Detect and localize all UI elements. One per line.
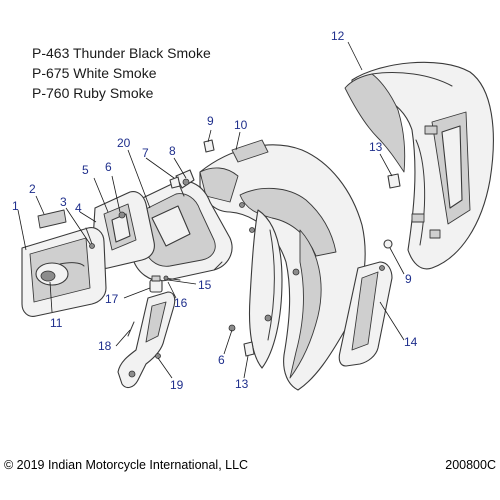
- part-12-outer-fairing: [344, 61, 494, 270]
- part-14-side-panel: [338, 261, 393, 367]
- part-17-bushing: [149, 275, 163, 293]
- callout-11: 11: [50, 316, 63, 330]
- paint-code-3: P-760 Ruby Smoke: [32, 85, 154, 101]
- callout-1: 1: [12, 199, 19, 213]
- part-9-grommet-lower: [383, 239, 393, 249]
- part-3-screw: [85, 227, 95, 249]
- part-13-clip-lower: [243, 341, 255, 357]
- callout-3: 3: [60, 195, 67, 209]
- callout-6-upper: 6: [105, 160, 112, 174]
- part-9-clip-upper: [203, 139, 215, 153]
- callout-9-upper: 9: [207, 114, 214, 128]
- paint-code-2: P-675 White Smoke: [32, 65, 157, 81]
- diagram-id: 200800C: [445, 458, 496, 472]
- callout-8: 8: [169, 144, 176, 158]
- part-11-badge: [40, 270, 56, 282]
- callout-17: 17: [105, 292, 119, 306]
- callout-20: 20: [117, 136, 131, 150]
- part-20-gauge-housing: [127, 180, 233, 282]
- paint-code-1: P-463 Thunder Black Smoke: [32, 45, 211, 61]
- callout-12: 12: [331, 29, 345, 43]
- callout-16: 16: [174, 296, 188, 310]
- part-13-clip-upper: [387, 173, 401, 189]
- callout-15: 15: [198, 278, 212, 292]
- part-10-inner-fairing: [199, 139, 366, 391]
- callout-13-lower: 13: [235, 377, 249, 391]
- callout-2: 2: [29, 182, 36, 196]
- callout-10: 10: [234, 118, 248, 132]
- callout-5: 5: [82, 163, 89, 177]
- copyright-text: © 2019 Indian Motorcycle International, …: [4, 458, 248, 472]
- part-18-pin: [127, 321, 135, 337]
- callout-9-lower: 9: [405, 272, 412, 286]
- leader-lines: [17, 41, 405, 379]
- callout-18: 18: [98, 339, 112, 353]
- callout-14: 14: [404, 335, 418, 349]
- callout-7: 7: [142, 146, 149, 160]
- part-2-decal: [37, 209, 67, 229]
- part-19-lower-bracket: [117, 291, 176, 389]
- callout-13-upper: 13: [369, 140, 383, 154]
- part-16-15-screws: [163, 275, 181, 281]
- part-7-8-bracket: [169, 169, 195, 189]
- callout-4: 4: [75, 201, 82, 215]
- callout-6-lower: 6: [218, 353, 225, 367]
- callout-19: 19: [170, 378, 184, 392]
- part-1-front-cover: [21, 227, 107, 317]
- part-6-fastener-upper: [118, 211, 126, 219]
